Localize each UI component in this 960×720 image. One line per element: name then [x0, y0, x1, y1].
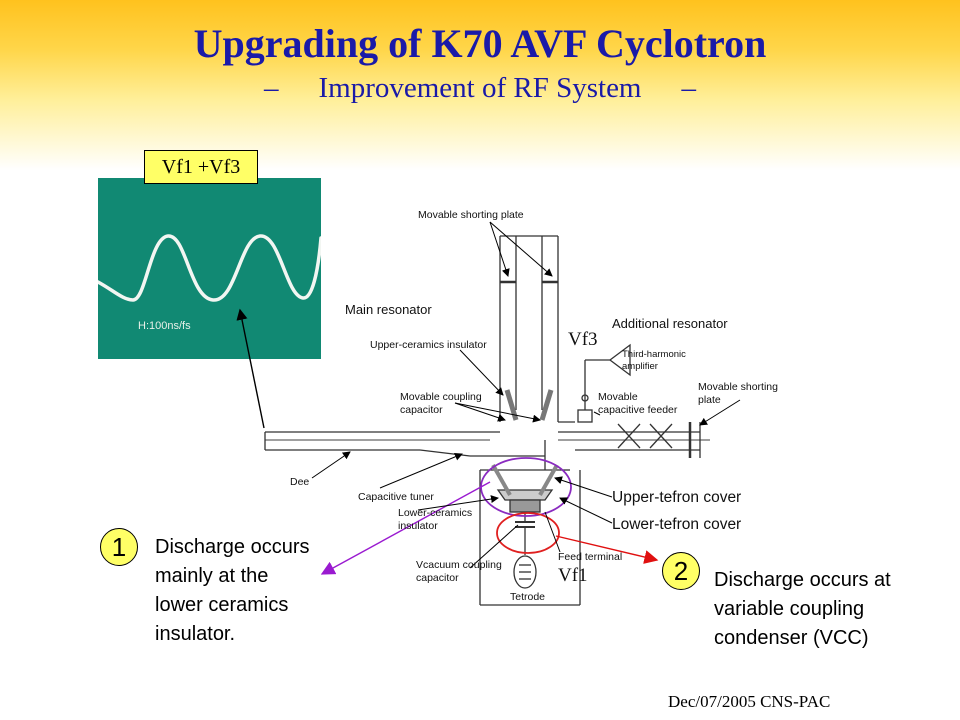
- label-dee: Dee: [290, 476, 309, 488]
- waveform-pointer-arrow: [236, 308, 265, 429]
- oscilloscope-waveform-image: H:100ns/fs: [96, 178, 323, 359]
- label-movable-shorting-right-1: Movable shorting: [698, 381, 778, 393]
- subtitle-dash-left: –: [263, 72, 279, 104]
- label-main-resonator: Main resonator: [345, 302, 432, 317]
- label-capacitive-tuner: Capacitive tuner: [358, 491, 434, 503]
- label-upper-ceramics-insulator: Upper-ceramics insulator: [370, 339, 487, 351]
- label-movable-shorting-right-2: plate: [698, 394, 721, 406]
- slide-title: Upgrading of K70 AVF Cyclotron: [193, 21, 767, 66]
- callout-2-line: variable coupling: [714, 598, 865, 620]
- label-lower-ceramics-1: Lower-ceramics: [398, 507, 472, 519]
- callout-1-number-circle: 1: [100, 528, 138, 566]
- label-movable-coupling-1: Movable coupling: [400, 391, 482, 403]
- label-additional-resonator: Additional resonator: [612, 316, 728, 331]
- time-scale-label: H:100ns/fs: [138, 320, 191, 332]
- vcc-highlight-ellipse: [496, 512, 560, 554]
- label-pointers: [311, 221, 741, 569]
- label-tetrode: Tetrode: [510, 591, 545, 603]
- label-lower-tefron-cover: Lower-tefron cover: [612, 516, 741, 533]
- callout-1-line: mainly at the: [155, 565, 269, 587]
- label-movable-feeder-2: capacitive feeder: [598, 404, 678, 416]
- callout-2-arrow: [555, 535, 659, 564]
- label-feed-terminal: Feed terminal: [558, 551, 622, 563]
- sine-waveform: [96, 234, 323, 302]
- label-vacuum-coupling-1: Vcacuum coupling: [416, 559, 502, 571]
- callout-1-arrow: [320, 481, 491, 575]
- waveform-label-box: Vf1 +Vf3: [144, 150, 258, 184]
- label-vf3: Vf3: [568, 329, 598, 350]
- label-movable-coupling-2: capacitor: [400, 404, 443, 416]
- label-vacuum-coupling-2: capacitor: [416, 572, 459, 584]
- callout-1-line: insulator.: [155, 623, 236, 645]
- waveform-plot: H:100ns/fs: [96, 234, 323, 332]
- callout-1-line: Discharge occurs: [155, 536, 310, 558]
- label-third-harmonic-2: amplifier: [622, 361, 658, 372]
- subtitle-dash-right: –: [681, 72, 697, 104]
- callout-1-text: Discharge occurs mainly at the lower cer…: [155, 533, 310, 649]
- callout-2-line: Discharge occurs at: [714, 569, 891, 591]
- callout-2-text: Discharge occurs at variable coupling co…: [714, 566, 891, 653]
- slide-subtitle: Improvement of RF System: [318, 72, 642, 104]
- label-third-harmonic-1: Third-harmonic: [622, 349, 686, 360]
- callout-2-line: condenser (VCC): [714, 627, 869, 649]
- callout-1-line: lower ceramics: [155, 594, 289, 616]
- label-upper-tefron-cover: Upper-tefron cover: [612, 489, 741, 506]
- slide-date-footer: Dec/07/2005 CNS-PAC: [668, 692, 831, 711]
- callout-2-number-circle: 2: [662, 552, 700, 590]
- label-vf1: Vf1: [558, 565, 588, 586]
- label-lower-ceramics-2: insulator: [398, 520, 438, 532]
- slide-subtitle-row: – Improvement of RF System –: [0, 72, 960, 105]
- label-movable-shorting-plate: Movable shorting plate: [418, 209, 524, 221]
- label-movable-feeder-1: Movable: [598, 391, 638, 403]
- structure-lines: [264, 235, 710, 606]
